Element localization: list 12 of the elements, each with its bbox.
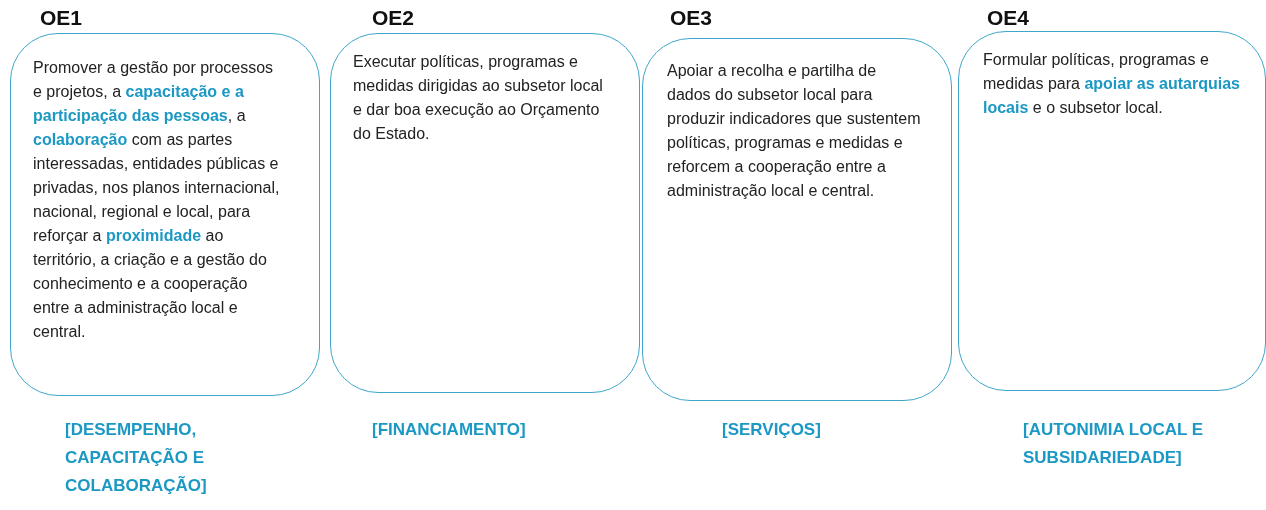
objective-heading: OE1 [40,6,83,30]
objective-heading: OE2 [372,6,415,30]
objective-heading: OE3 [670,6,713,30]
objective-text: Formular políticas, programas e medidas para apoiar as autarquias locais e o subsetor local. [983,50,1241,118]
objective-heading: OE4 [987,6,1030,30]
category-label: [SERVIÇOS] [722,419,822,441]
category-label: [AUTONIMIA LOCAL E SUBSIDARIEDADE] [1023,419,1205,469]
category-label: [DESEMPENHO, CAPACITAÇÃO E COLABORAÇÃO] [65,419,208,497]
objective-text: Promover a gestão por processos e projetos, a capacitação e a participação das pessoas, a colaboração com as partes interessadas, entidades públicas e privadas, nos planos internacional, nacional, regional e local, para reforçar a proximidade ao território, a criação e a gestão do conhecimento e a cooperação entre a administração local e central. [33,58,281,342]
objective-text: Executar políticas, programas e medidas dirigidas ao subsetor local e dar boa execução ao Orçamento do Estado. [353,52,604,144]
objective-text: Apoiar a recolha e partilha de dados do subsetor local para produzir indicadores que sustentem políticas, programas e medidas e reforcem a cooperação entre a administração local e central. [667,61,922,201]
category-label: [FINANCIAMENTO] [372,419,527,441]
